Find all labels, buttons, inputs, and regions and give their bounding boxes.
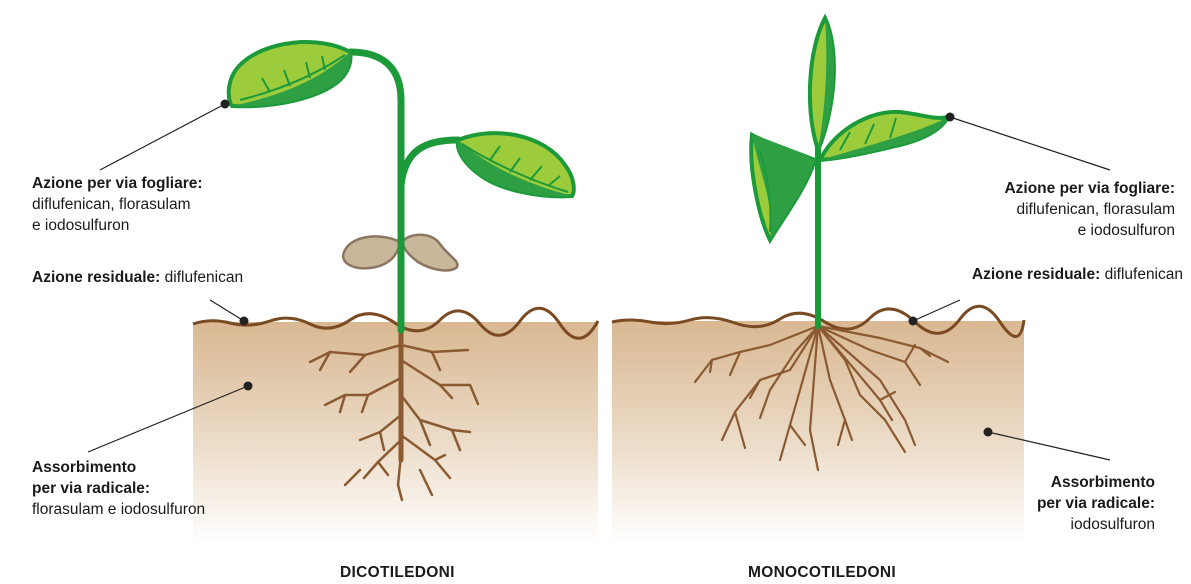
monocot-root-title2: per via radicale: [1037,495,1155,512]
dicot-foliar-title: Azione per via fogliare: [32,175,203,192]
monocot-root-value: iodosulfuron [1071,516,1155,533]
monocot-caption: MONOCOTILEDONI [748,564,896,582]
monocot-residual-label: Azione residuale: diflufenican [972,264,1183,285]
monocot-foliar-label: Azione per via fogliare: diflufenican, f… [1004,178,1175,241]
dicot-foliar-line1: diflufenican, florasulam [32,196,191,213]
dicot-stem [350,52,458,330]
monocot-soil [612,306,1024,544]
dicot-root-title2: per via radicale: [32,480,150,497]
monocot-leaf-left [751,135,815,240]
monocot-residual-title: Azione residuale: [972,266,1100,283]
monocot-foliar-title: Azione per via fogliare: [1004,180,1175,197]
monocot-residual-value: diflufenican [1105,266,1183,283]
dicot-leaf-right [458,133,574,196]
dicot-foliar-line2: e iodosulfuron [32,217,129,234]
dicot-root-title1: Assorbimento [32,459,136,476]
monocot-foliar-line2: e iodosulfuron [1078,222,1175,239]
monocot-foliar-line1: diflufenican, florasulam [1016,201,1175,218]
monocot-root-title1: Assorbimento [1051,474,1155,491]
dicot-caption: DICOTILEDONI [340,564,455,582]
dicot-foliar-label: Azione per via fogliare: diflufenican, f… [32,173,203,236]
dicot-leaf-upper [229,42,351,106]
monocot-leaf-top [810,18,834,150]
dicot-soil [193,308,598,544]
dicot-residual-value: diflufenican [165,269,243,286]
dicot-residual-label: Azione residuale: diflufenican [32,267,243,288]
monocot-leaf-right [820,112,948,160]
dicot-root-value: florasulam e iodosulfuron [32,501,205,518]
monocot-root-label: Assorbimento per via radicale: iodosulfu… [1037,472,1155,535]
dicot-root-label: Assorbimento per via radicale: florasula… [32,457,205,520]
dicot-residual-title: Azione residuale: [32,269,160,286]
